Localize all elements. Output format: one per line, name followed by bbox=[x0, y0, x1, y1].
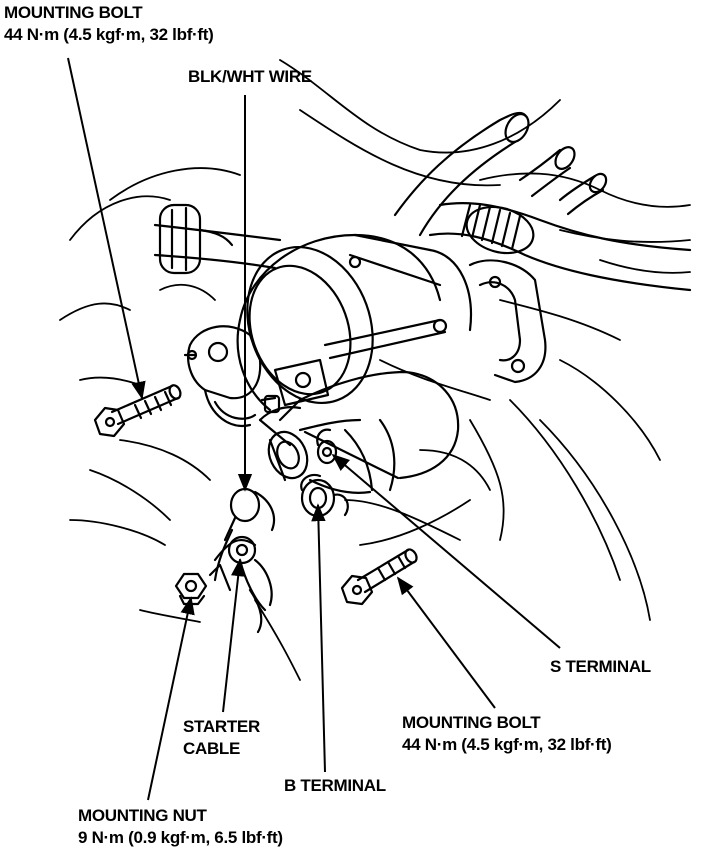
left-mounting-bolt bbox=[93, 384, 182, 438]
label-blk-wht-wire: BLK/WHT WIRE bbox=[188, 67, 312, 86]
leader-lines bbox=[67, 57, 561, 801]
label-mounting-nut: MOUNTING NUT 9 N·m (0.9 kgf·m, 6.5 lbf·f… bbox=[78, 805, 283, 849]
label-starter-cable: STARTER CABLE bbox=[183, 716, 260, 760]
leader-mounting-bolt-right bbox=[396, 576, 496, 709]
leader-mounting-nut bbox=[147, 596, 195, 801]
starter-cable-line1: STARTER bbox=[183, 717, 260, 736]
leader-s-terminal bbox=[331, 453, 561, 649]
wire-harness bbox=[428, 202, 692, 292]
label-mounting-bolt-top: MOUNTING BOLT 44 N·m (4.5 kgf·m, 32 lbf·… bbox=[4, 2, 214, 46]
label-mounting-bolt-right: MOUNTING BOLT 44 N·m (4.5 kgf·m, 32 lbf·… bbox=[402, 712, 612, 756]
label-s-terminal: S TERMINAL bbox=[550, 657, 651, 676]
bracket bbox=[468, 259, 547, 384]
mounting-bolt-right-name: MOUNTING BOLT bbox=[402, 713, 541, 732]
right-mounting-bolt bbox=[340, 548, 418, 606]
mounting-nut-name: MOUNTING NUT bbox=[78, 806, 207, 825]
mounting-bolt-top-torque: 44 N·m (4.5 kgf·m, 32 lbf·ft) bbox=[4, 25, 214, 44]
starter-cable bbox=[208, 528, 273, 634]
mounting-bolt-right-torque: 44 N·m (4.5 kgf·m, 32 lbf·ft) bbox=[402, 735, 612, 754]
label-b-terminal: B TERMINAL bbox=[284, 776, 386, 795]
leader-mounting-bolt-top bbox=[67, 57, 146, 400]
mounting-bolt-top-name: MOUNTING BOLT bbox=[4, 3, 143, 22]
blk-wht-wire-connector bbox=[223, 487, 276, 542]
starter-cable-line2: CABLE bbox=[183, 739, 241, 758]
solenoid bbox=[267, 370, 460, 518]
upper-hose bbox=[393, 111, 608, 237]
starter-motor bbox=[183, 233, 472, 447]
left-hose bbox=[153, 203, 282, 275]
mounting-nut-torque: 9 N·m (0.9 kgf·m, 6.5 lbf·ft) bbox=[78, 828, 283, 847]
leader-b-terminal bbox=[311, 503, 326, 773]
leader-starter-cable bbox=[222, 558, 246, 713]
